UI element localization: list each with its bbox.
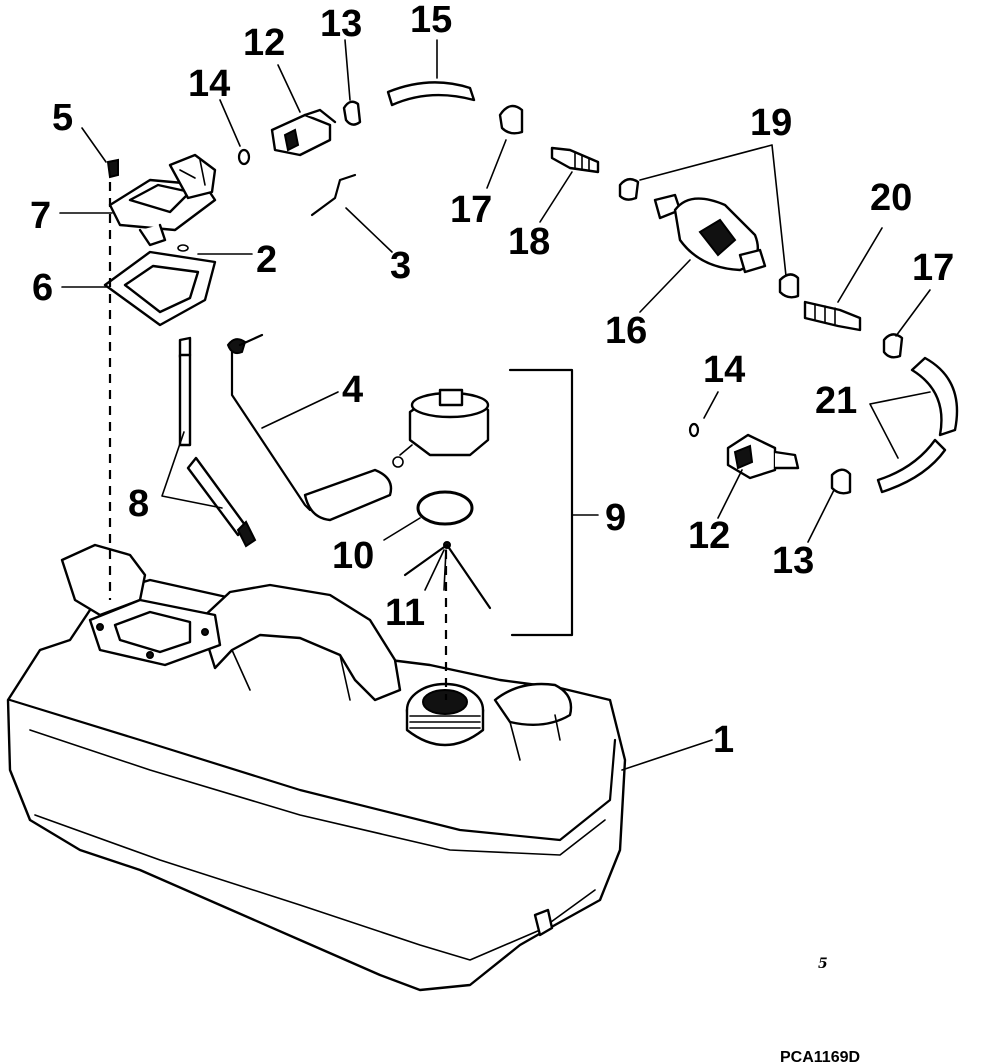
- callout-6: 6: [32, 267, 53, 309]
- callout-2: 2: [256, 239, 277, 281]
- callout-19: 19: [750, 102, 792, 144]
- bracket-9: [508, 368, 574, 637]
- callout-17-top: 17: [450, 189, 492, 231]
- fuel-connector-top: [270, 108, 337, 157]
- callout-13-right: 13: [772, 540, 814, 582]
- cap-gasket: [416, 490, 474, 526]
- callout-4: 4: [342, 369, 363, 411]
- callout-10: 10: [332, 535, 374, 577]
- callout-16: 16: [605, 310, 647, 352]
- callout-20: 20: [870, 177, 912, 219]
- primer-bulb: [653, 193, 767, 274]
- callout-21: 21: [815, 380, 857, 422]
- drawing-code: PCA1169D: [780, 1049, 860, 1064]
- callout-11: 11: [385, 592, 425, 634]
- hose-21-lower: [876, 438, 947, 494]
- clamp-19-left: [618, 177, 640, 201]
- callout-labels: 1 2 3 4 5 6 7 8 9 10 11 12 13 14 15 16 1…: [30, 0, 954, 761]
- callout-3: 3: [390, 245, 411, 287]
- cap-tether: [403, 541, 492, 610]
- leader-lines: [59, 39, 931, 771]
- clamp-19-right: [778, 273, 800, 299]
- callout-7: 7: [30, 195, 51, 237]
- callout-17-right: 17: [912, 247, 954, 289]
- callout-12-top: 12: [243, 22, 285, 64]
- fuel-pickup-housing: [108, 153, 217, 247]
- callout-14-right: 14: [703, 349, 745, 391]
- callout-1: 1: [713, 719, 734, 761]
- o-ring-right: [688, 422, 700, 438]
- callout-5: 5: [52, 97, 73, 139]
- fuel-connector-right: [726, 433, 800, 480]
- hose-short: [386, 81, 476, 107]
- o-ring-small: [177, 244, 189, 252]
- fuel-cap: [392, 388, 490, 468]
- fuel-tank: [6, 543, 627, 992]
- callout-9: 9: [605, 497, 626, 539]
- screw: [106, 158, 119, 179]
- clamp-17-top: [498, 104, 524, 135]
- clamp-13-right: [830, 468, 852, 495]
- o-ring-top: [237, 148, 251, 166]
- hose-fitting: [550, 146, 600, 174]
- fuel-gauge-float: [226, 333, 393, 522]
- callout-14-top: 14: [188, 63, 230, 105]
- callout-13-top: 13: [320, 3, 362, 45]
- hose-21-upper: [910, 356, 959, 437]
- connector-fitting: [803, 300, 862, 332]
- callout-8: 8: [128, 483, 149, 525]
- retaining-clip: [310, 173, 357, 217]
- callout-15: 15: [410, 0, 452, 41]
- page-mark: 5: [818, 956, 828, 972]
- clamp-17-right: [882, 333, 904, 359]
- clamp-top: [342, 100, 362, 126]
- callout-18: 18: [508, 221, 550, 263]
- pickup-tube: [178, 336, 257, 548]
- callout-12-right: 12: [688, 515, 730, 557]
- gasket: [103, 250, 217, 327]
